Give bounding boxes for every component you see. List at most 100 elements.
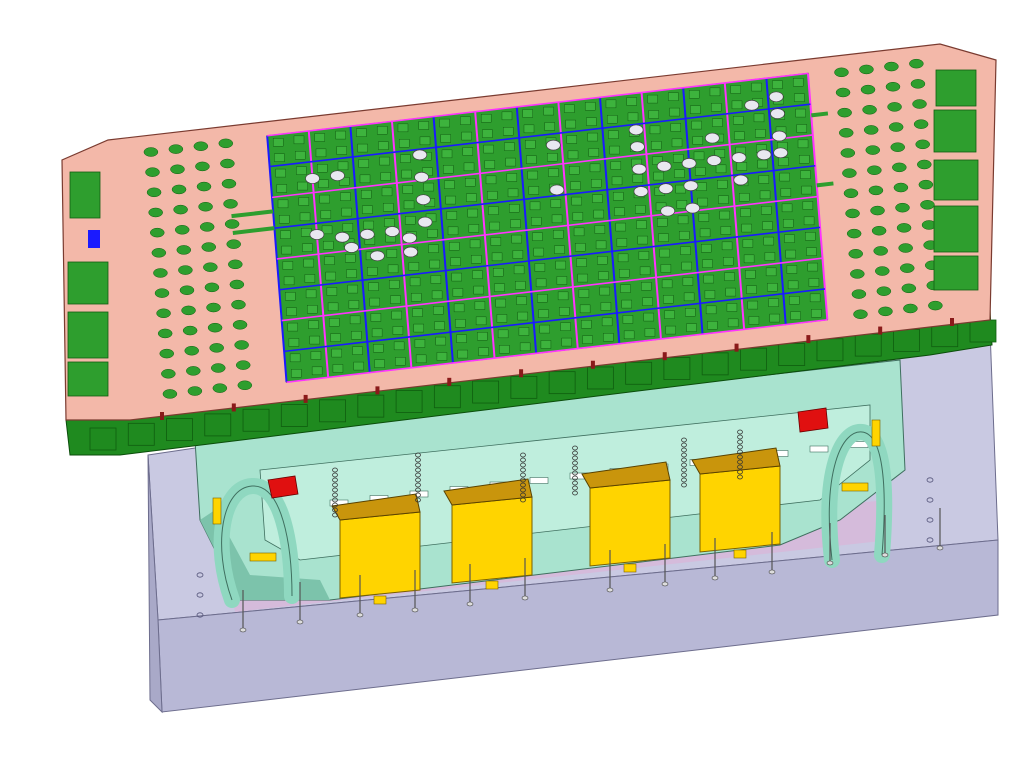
base-block-left-face — [147, 454, 163, 714]
cavity-cell — [564, 104, 575, 113]
cavity-cell — [440, 134, 451, 143]
ejector-oval — [359, 229, 375, 240]
cavity-cell — [623, 330, 635, 340]
cavity-cell — [600, 302, 612, 311]
rib-tooth — [969, 319, 997, 343]
side-hole — [195, 161, 210, 172]
cavity-cell — [544, 122, 555, 131]
cavity-cell — [384, 218, 395, 227]
side-hole — [853, 309, 868, 319]
cavity-cell — [719, 210, 730, 220]
side-hole — [860, 84, 876, 95]
side-hole — [182, 325, 198, 336]
cavity-cell — [374, 359, 385, 368]
side-hole — [170, 164, 185, 175]
chain-link — [737, 429, 743, 435]
cavity-cell — [465, 178, 476, 187]
cavity-cell — [315, 148, 327, 158]
chain-link — [332, 507, 338, 513]
cavity-cell — [641, 282, 652, 291]
cavity-cell — [345, 254, 356, 263]
side-hole — [179, 285, 195, 295]
rib-tooth — [663, 357, 691, 380]
cavity-cell — [285, 292, 296, 301]
bolt-hole — [196, 572, 204, 578]
end-block — [933, 109, 977, 153]
bolt-hole — [926, 497, 934, 503]
cavity-cell — [779, 172, 790, 182]
cavity-cell — [488, 206, 499, 215]
ejector-oval — [633, 186, 649, 197]
cavity-cell — [554, 245, 565, 254]
cavity-cell — [588, 148, 600, 157]
edge-pin — [519, 369, 524, 378]
yellow-block-top — [443, 478, 533, 506]
chain-link — [737, 454, 743, 460]
cavity-cell — [570, 181, 581, 190]
side-hole — [909, 58, 924, 69]
cavity-cell — [455, 319, 466, 328]
chain-link — [572, 445, 578, 451]
cavity-cell — [281, 245, 292, 255]
cavity-cell — [638, 251, 650, 260]
cavity-cell — [456, 334, 467, 343]
bolt-hole — [926, 477, 934, 483]
side-hole — [156, 308, 171, 319]
chain-link — [520, 457, 526, 463]
cavity-cell — [502, 127, 514, 136]
cavity-cell — [556, 276, 568, 285]
cavity-cell — [380, 172, 392, 181]
chain-link — [332, 487, 338, 493]
chain-link — [737, 439, 743, 445]
side-hole — [837, 107, 852, 118]
cavity-cell — [401, 169, 412, 179]
rib-tooth — [472, 380, 500, 404]
cavity-cell — [275, 168, 286, 178]
cavity-cell — [740, 208, 751, 217]
chain-link — [681, 472, 687, 478]
cavity-cell — [398, 139, 410, 148]
rib-tooth — [166, 418, 193, 442]
edge-pin — [447, 377, 452, 386]
side-hole — [917, 159, 932, 170]
cavity-cell — [276, 184, 288, 193]
cavity-cell — [707, 321, 718, 330]
cavity-cell — [617, 253, 629, 263]
cavity-cell — [792, 78, 804, 87]
cavity-cell — [471, 255, 482, 264]
cavity-cell — [309, 335, 320, 345]
cavity-cell — [806, 247, 817, 256]
rib-tooth — [280, 404, 308, 427]
chain-link — [572, 485, 578, 491]
cavity-cell — [491, 252, 503, 262]
side-hole — [834, 67, 849, 78]
cavity-cell — [548, 168, 559, 177]
cavity-cell — [468, 224, 480, 233]
rib-tooth — [740, 347, 767, 371]
cavity-cell — [763, 236, 774, 246]
cavity-cell — [447, 226, 459, 236]
cavity-cell — [550, 199, 562, 208]
cavity-cell — [772, 80, 783, 89]
cavity-cell — [280, 230, 291, 239]
side-hole — [159, 348, 175, 359]
rib-tooth — [625, 361, 653, 385]
cavity-cell — [517, 311, 528, 321]
cavity-cell — [566, 135, 578, 144]
edge-pin — [590, 360, 595, 369]
side-hole — [206, 302, 221, 313]
ejector-oval — [417, 216, 433, 228]
rib-tooth — [893, 328, 920, 352]
cavity-cell — [619, 269, 630, 278]
cavity-cell — [605, 99, 617, 109]
cavity-cell — [311, 366, 323, 376]
side-hole — [846, 228, 862, 239]
ejector-oval — [768, 91, 784, 103]
rib-tooth — [778, 343, 806, 366]
ejector-oval — [384, 226, 400, 237]
cavity-cell — [314, 133, 325, 142]
cavity-cell — [391, 310, 402, 320]
cavity-cell — [643, 312, 654, 322]
cavity-cell — [677, 215, 689, 225]
